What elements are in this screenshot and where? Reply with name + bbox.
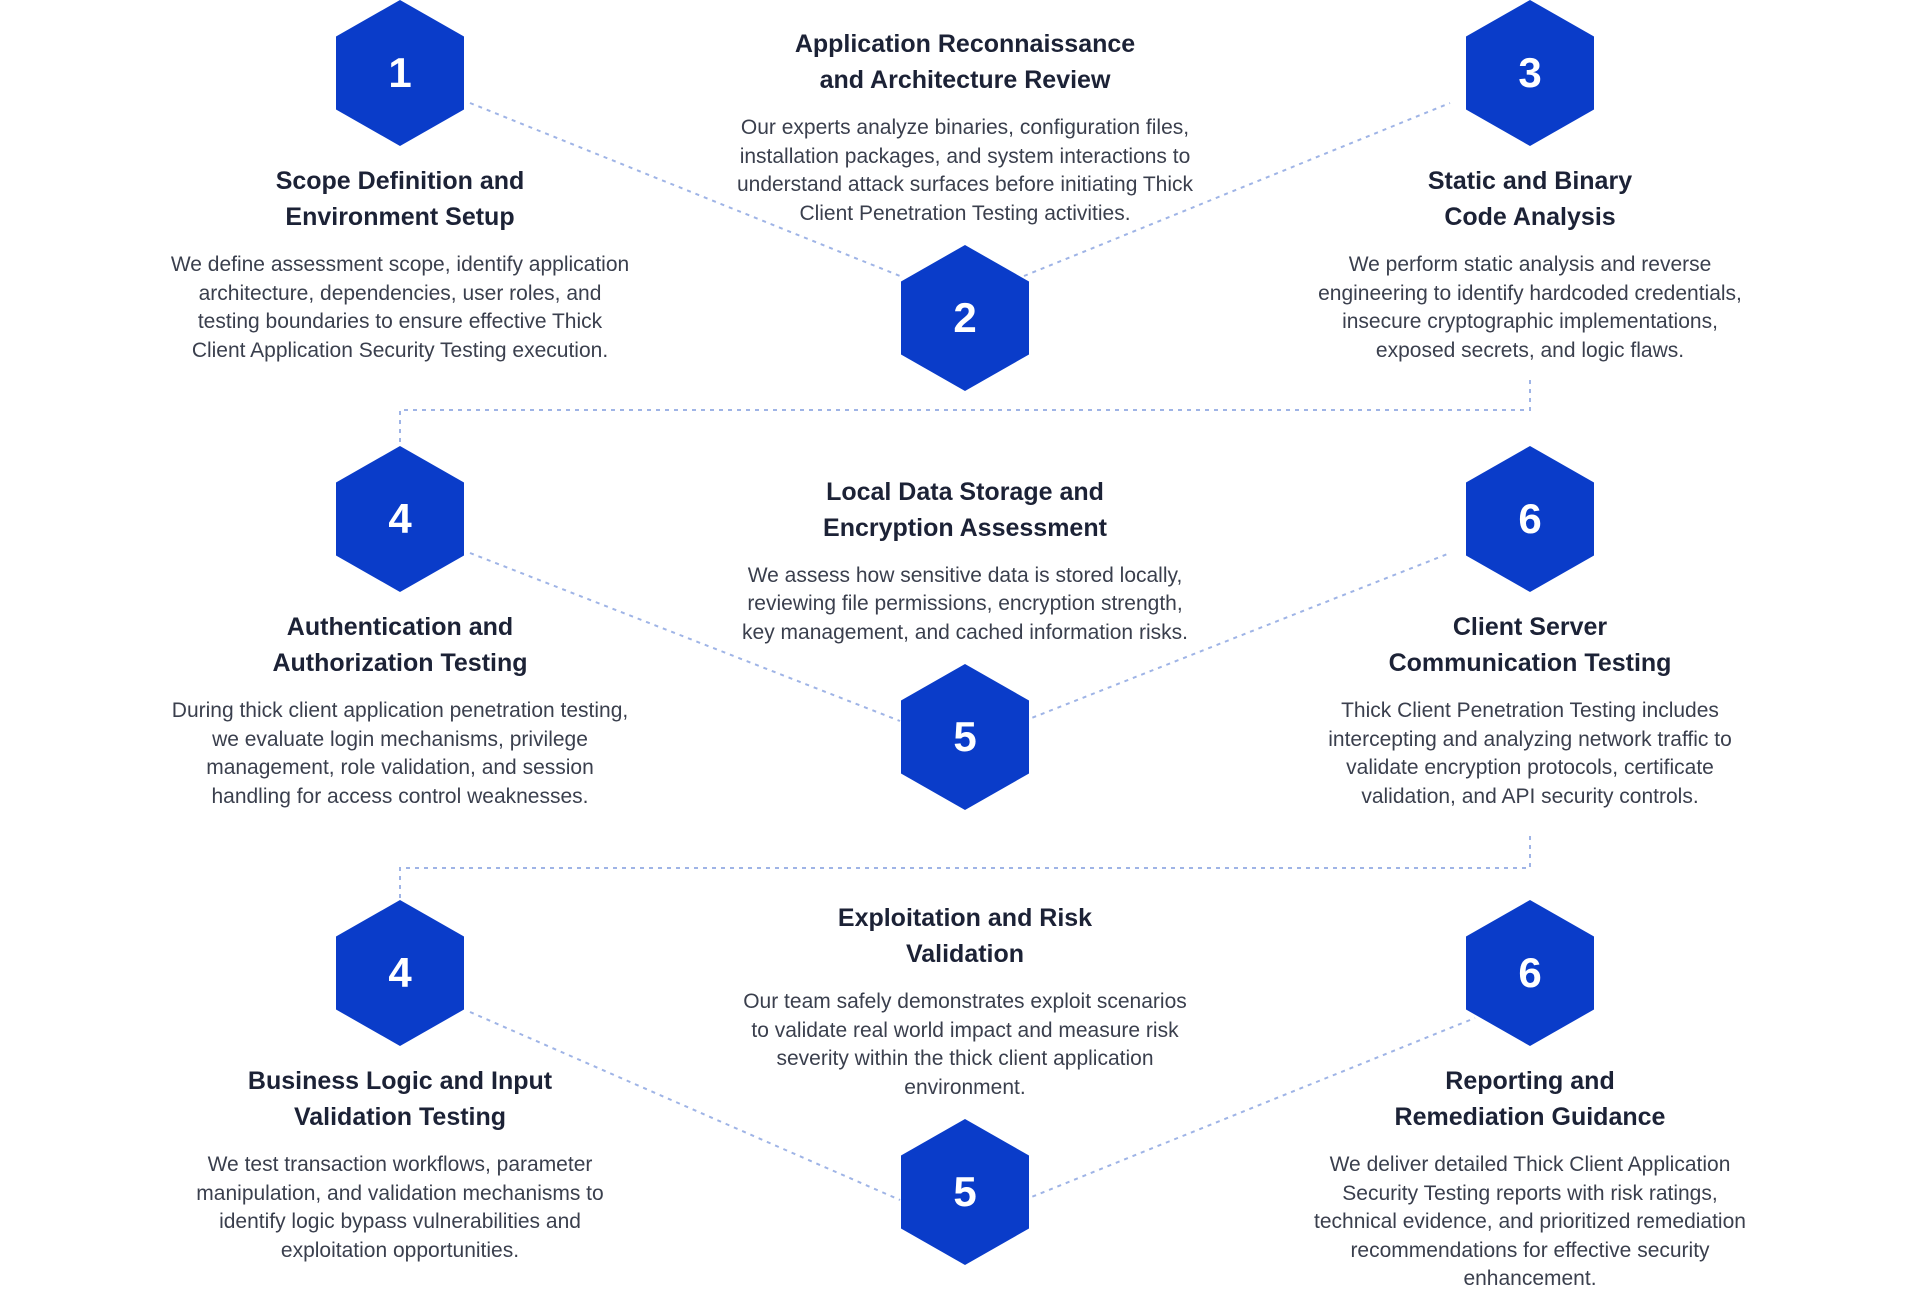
step-description: During thick client application penetrat… [171, 699, 629, 808]
step-description: Our experts analyze binaries, configurat… [736, 116, 1194, 225]
step-description: We perform static analysis and reverse e… [1318, 253, 1742, 362]
step-4-text: Authentication and Authorization Testing… [170, 609, 630, 811]
step-3-text: Static and Binary Code Analysis We perfo… [1300, 163, 1760, 365]
step-5-text: Local Data Storage and Encryption Assess… [735, 474, 1195, 648]
step-number: 1 [388, 49, 412, 96]
step-title: Application Reconnaissance and Architect… [794, 30, 1136, 94]
step-title: Authentication and Authorization Testing [272, 613, 528, 677]
hexagon-2: 2 [901, 245, 1029, 391]
step-description: We assess how sensitive data is stored l… [742, 563, 1188, 644]
step-2-text: Application Reconnaissance and Architect… [735, 26, 1195, 228]
hexagon-9: 6 [1466, 900, 1594, 1046]
step-description: Our team safely demonstrates exploit sce… [743, 990, 1187, 1099]
step-title: Business Logic and Input Validation Test… [247, 1067, 553, 1131]
step-6-text: Client Server Communication Testing Thic… [1300, 609, 1760, 811]
step-7-text: Business Logic and Input Validation Test… [170, 1063, 630, 1265]
step-description: We deliver detailed Thick Client Applica… [1314, 1153, 1746, 1290]
connector-6-4b [399, 836, 1531, 905]
step-description: We test transaction workflows, parameter… [196, 1153, 604, 1262]
step-number: 2 [953, 294, 977, 341]
hexagon-1: 1 [336, 0, 464, 146]
step-8-text: Exploitation and Risk Validation Our tea… [735, 900, 1195, 1102]
step-number: 4 [388, 495, 412, 542]
step-title: Exploitation and Risk Validation [837, 904, 1093, 968]
step-number: 4 [388, 949, 412, 996]
hexagon-6: 6 [1466, 446, 1594, 592]
step-number: 5 [953, 1168, 977, 1215]
step-title: Local Data Storage and Encryption Assess… [823, 477, 1107, 542]
hexagon-4: 4 [336, 446, 464, 592]
step-1-text: Scope Definition and Environment Setup W… [170, 163, 630, 365]
step-title: Static and Binary Code Analysis [1427, 167, 1633, 231]
step-title: Reporting and Remediation Guidance [1394, 1067, 1666, 1131]
step-number: 5 [953, 713, 977, 760]
step-title: Client Server Communication Testing [1388, 613, 1672, 677]
hexagon-7: 4 [336, 900, 464, 1046]
step-number: 3 [1518, 49, 1542, 96]
hexagon-3: 3 [1466, 0, 1594, 146]
step-number: 6 [1518, 495, 1542, 542]
step-9-text: Reporting and Remediation Guidance We de… [1300, 1063, 1760, 1294]
step-number: 6 [1518, 949, 1542, 996]
step-title: Scope Definition and Environment Setup [275, 167, 525, 231]
hexagon-5: 5 [901, 664, 1029, 810]
hexagon-8: 5 [901, 1119, 1029, 1265]
step-description: Thick Client Penetration Testing include… [1328, 699, 1732, 808]
step-description: We define assessment scope, identify app… [170, 253, 630, 362]
